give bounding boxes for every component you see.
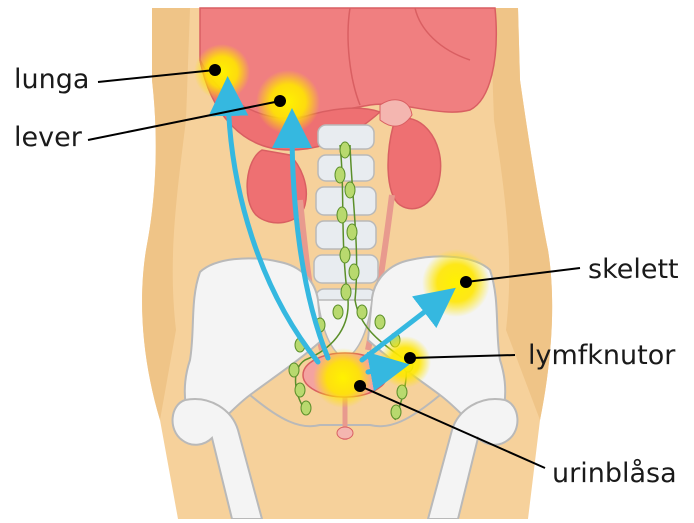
label-liver: lever [14,124,82,151]
label-lung: lunga [14,66,89,93]
glow-liver [256,70,320,134]
urethra-opening [337,427,353,439]
label-bladder: urinblåsa [552,460,677,487]
label-lymph-nodes: lymfknutor [528,342,675,369]
label-bone: skelett [588,256,679,283]
